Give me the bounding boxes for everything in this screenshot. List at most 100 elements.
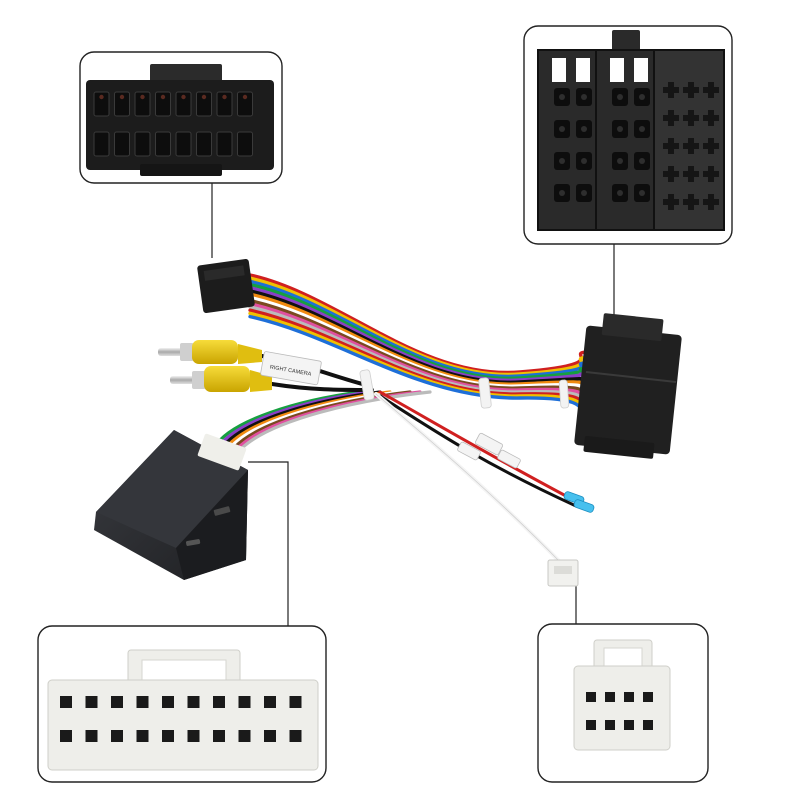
pin-contact xyxy=(99,94,104,100)
harness-small-white-plug xyxy=(547,559,579,587)
pin-contact xyxy=(617,126,623,132)
latch-slot xyxy=(576,58,590,82)
pin-contact xyxy=(181,94,186,100)
pin-cavity xyxy=(136,696,149,708)
pin-cavity xyxy=(605,720,615,730)
pin-cavity xyxy=(155,91,171,117)
callout-small-white xyxy=(537,623,709,783)
wire xyxy=(270,382,374,392)
pin-cavity xyxy=(289,696,302,708)
callout-16pin-black xyxy=(79,51,283,184)
control-box xyxy=(94,430,248,580)
pin-cavity xyxy=(111,730,123,742)
pin-contact xyxy=(559,190,565,196)
pin-cavity xyxy=(237,91,253,117)
cross-cavity xyxy=(703,194,719,210)
latch-slot xyxy=(610,58,624,82)
camera-tag: RIGHT CAMERA xyxy=(260,351,322,386)
connector-iso-cavities xyxy=(552,58,719,210)
cross-cavity xyxy=(663,110,679,126)
pin-cavity xyxy=(586,692,596,702)
cross-cavity xyxy=(663,194,679,210)
harness-16pin-plug xyxy=(197,259,255,313)
pin-cavity xyxy=(60,730,72,742)
cross-cavity xyxy=(703,110,719,126)
wire xyxy=(248,279,592,379)
pin-cavity xyxy=(155,131,171,157)
pin-contact xyxy=(201,94,207,100)
pin-cavity xyxy=(175,91,192,117)
connector-small-cavities xyxy=(586,692,653,730)
pin-cavity xyxy=(196,91,212,117)
wire xyxy=(375,393,561,563)
pin-contact xyxy=(639,190,645,196)
pin-cavity xyxy=(643,692,653,702)
pin-cavity xyxy=(216,91,233,117)
pin-cavity xyxy=(85,730,98,742)
pin-cavity xyxy=(111,696,123,708)
pin-cavity xyxy=(162,730,174,742)
pin-contact xyxy=(581,190,587,196)
callout-iso-black xyxy=(523,25,733,245)
cross-cavity xyxy=(703,138,719,154)
pin-cavity xyxy=(134,131,151,157)
pin-cavity xyxy=(264,730,276,742)
blue-crimp-terminals xyxy=(563,491,595,513)
pin-cavity xyxy=(237,131,253,157)
pin-cavity xyxy=(238,696,251,708)
cable-ties xyxy=(359,369,570,409)
pin-contact xyxy=(559,126,565,132)
connector-16pin-cavities xyxy=(93,91,253,157)
pin-cavity xyxy=(213,696,225,708)
pin-cavity xyxy=(624,720,634,730)
callout-20pin-white xyxy=(37,625,327,783)
pin-contact xyxy=(581,158,587,164)
wire xyxy=(378,390,568,498)
pin-cavity xyxy=(289,730,302,742)
pin-contact xyxy=(639,158,645,164)
pin-contact xyxy=(617,94,623,100)
connector-20pin-cavities xyxy=(60,696,302,742)
callout-line-20pin xyxy=(248,461,289,626)
pin-cavity xyxy=(216,131,233,157)
pin-cavity xyxy=(175,131,192,157)
pin-contact xyxy=(581,126,587,132)
cross-cavity xyxy=(663,138,679,154)
pin-contact xyxy=(617,158,623,164)
latch-slot xyxy=(552,58,566,82)
cross-cavity xyxy=(663,82,679,98)
latch-slot xyxy=(634,58,648,82)
cross-cavity xyxy=(683,194,699,210)
pin-cavity xyxy=(134,91,151,117)
pin-cavity xyxy=(643,720,653,730)
pin-contact xyxy=(559,158,565,164)
wire xyxy=(248,276,592,377)
wire-tags xyxy=(457,432,521,469)
wire xyxy=(240,390,432,450)
pin-cavity xyxy=(93,131,110,157)
pin-cavity xyxy=(586,720,596,730)
wire xyxy=(248,273,592,375)
rca-plug-lower xyxy=(170,366,272,392)
pin-cavity xyxy=(60,696,72,708)
pin-cavity xyxy=(624,692,634,702)
rca-plug-upper xyxy=(158,340,262,364)
pin-contact xyxy=(639,94,645,100)
pin-cavity xyxy=(238,730,251,742)
pin-contact xyxy=(140,94,145,100)
pin-contact xyxy=(160,94,166,100)
cross-cavity xyxy=(683,110,699,126)
cross-cavity xyxy=(663,166,679,182)
pin-cavity xyxy=(93,91,110,117)
wire-bundle xyxy=(212,273,592,564)
pin-cavity xyxy=(187,696,200,708)
pin-contact xyxy=(581,94,587,100)
cross-cavity xyxy=(683,166,699,182)
pin-contact xyxy=(559,94,565,100)
pin-cavity xyxy=(114,91,130,117)
cross-cavity xyxy=(703,166,719,182)
pin-cavity xyxy=(162,696,174,708)
pin-cavity xyxy=(136,730,149,742)
